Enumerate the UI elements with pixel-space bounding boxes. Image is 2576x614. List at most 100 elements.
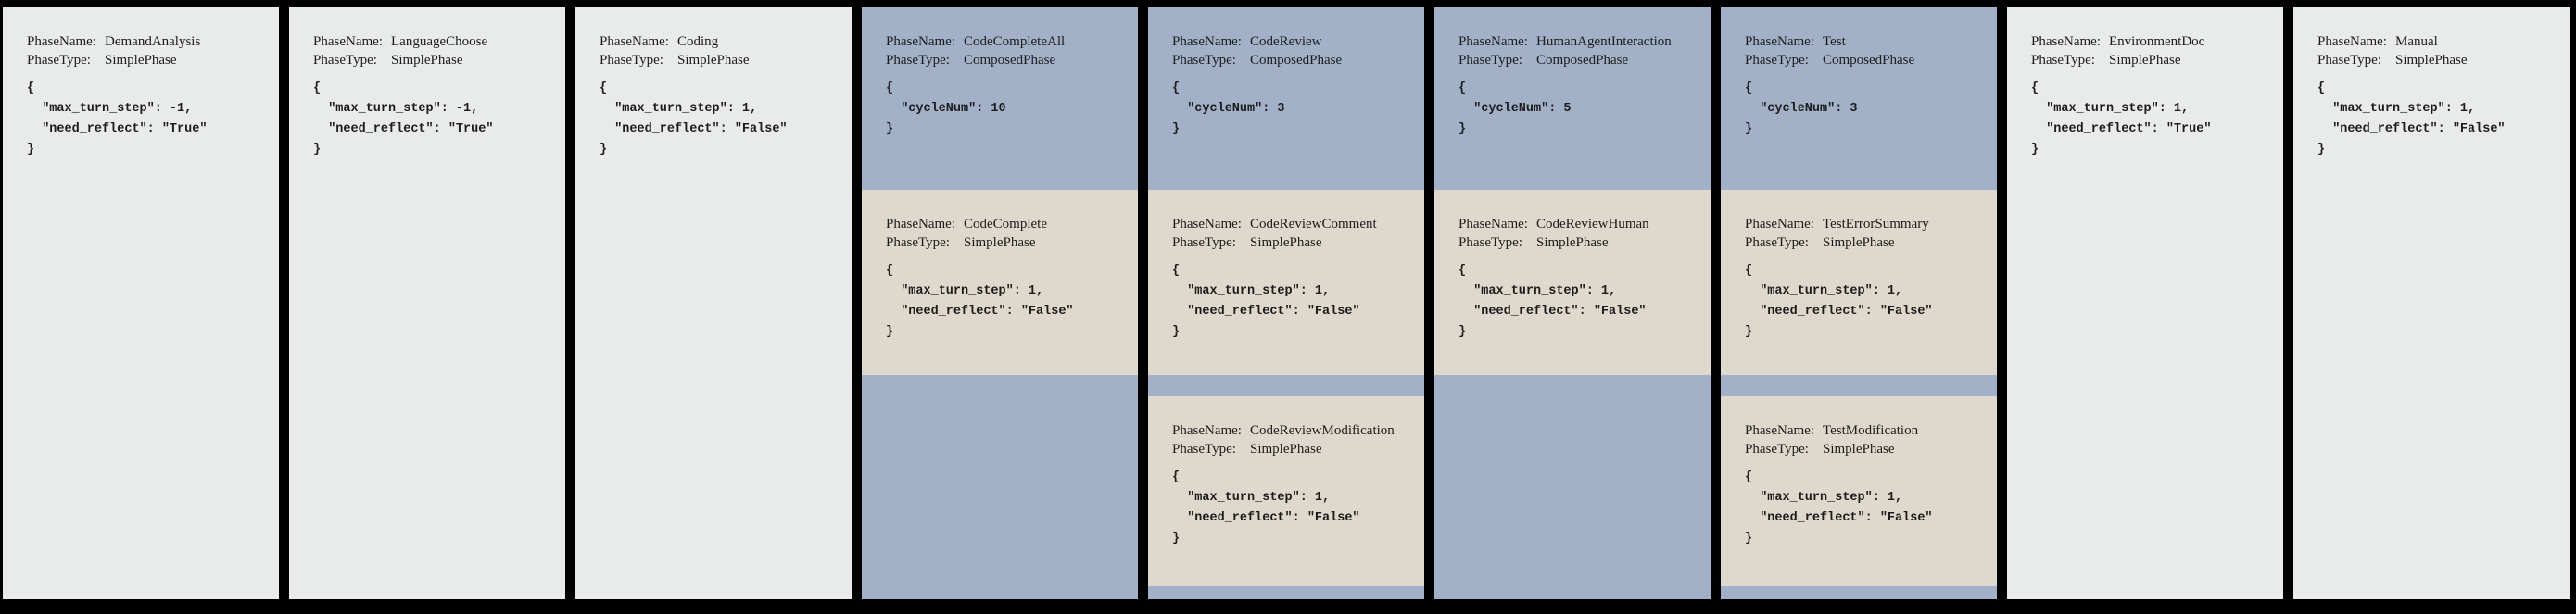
phase-card-coding: PhaseName:Coding PhaseType:SimplePhase {…: [575, 7, 852, 599]
composed-phase-spacer: [1721, 375, 1997, 396]
phase-card-content: PhaseName:Coding PhaseType:SimplePhase {…: [575, 7, 852, 160]
phase-type-value: SimplePhase: [391, 53, 463, 68]
phase-name-value: CodeReviewHuman: [1536, 217, 1649, 232]
phase-name-value: LanguageChoose: [391, 34, 488, 49]
phase-config-line: }: [2031, 143, 2039, 157]
phase-config-line: {: [1172, 81, 1181, 95]
phase-card-content: PhaseName:LanguageChoose PhaseType:Simpl…: [289, 7, 565, 160]
phase-type-label: PhaseType:: [600, 53, 663, 68]
phase-type-row: PhaseType:ComposedPhase: [1458, 51, 1705, 69]
phase-config: { "cycleNum": 10 }: [886, 79, 1132, 140]
phase-config: { "max_turn_step": 1, "need_reflect": "F…: [1458, 261, 1705, 343]
sub-phase-card-codereviewhuman: PhaseName:CodeReviewHuman PhaseType:Simp…: [1434, 190, 1711, 375]
phase-name-label: PhaseName:: [886, 217, 955, 232]
phase-card-codereview: PhaseName:CodeReview PhaseType:ComposedP…: [1148, 7, 1424, 190]
sub-phase-card-codecomplete: PhaseName:CodeComplete PhaseType:SimpleP…: [862, 190, 1138, 375]
phase-config-line: }: [1745, 532, 1753, 545]
phase-config: { "max_turn_step": -1, "need_reflect": "…: [313, 79, 560, 160]
phase-name-value: CodeComplete: [964, 217, 1047, 232]
phase-config-line: "max_turn_step": 1,: [1172, 491, 1331, 505]
phase-card-manual: PhaseName:Manual PhaseType:SimplePhase {…: [2293, 7, 2570, 599]
phase-card-demandanalysis: PhaseName:DemandAnalysis PhaseType:Simpl…: [3, 7, 279, 599]
phase-config-line: {: [1745, 264, 1753, 278]
phase-card-content: PhaseName:CodeReviewModification PhaseTy…: [1148, 396, 1424, 549]
phase-config: { "max_turn_step": 1, "need_reflect": "F…: [2317, 79, 2564, 160]
phase-name-value: HumanAgentInteraction: [1536, 34, 1672, 49]
phase-type-row: PhaseType:SimplePhase: [1172, 233, 1419, 252]
phase-type-row: PhaseType: SimplePhase: [600, 51, 846, 69]
phase-name-value: EnvironmentDoc: [2109, 34, 2205, 49]
phase-type-label: PhaseType:: [886, 53, 950, 68]
phase-name-row: PhaseName:Coding: [600, 32, 846, 51]
phase-config-line: }: [1745, 122, 1753, 136]
composed-phase-fill: [1148, 586, 1424, 599]
phase-name-row: PhaseName:TestErrorSummary: [1745, 215, 1991, 233]
phase-config-line: "need_reflect": "True": [2031, 122, 2212, 136]
phase-card-content: PhaseName:EnvironmentDoc PhaseType:Simpl…: [2007, 7, 2283, 160]
phase-type-label: PhaseType:: [1745, 442, 1809, 457]
phase-config: { "max_turn_step": 1, "need_reflect": "F…: [886, 261, 1132, 343]
phase-config: { "cycleNum": 5 }: [1458, 79, 1705, 140]
phase-column-test: PhaseName: Test PhaseType: ComposedPhase {…: [1721, 7, 1997, 599]
phase-config-line: "cycleNum": 3: [1745, 102, 1858, 116]
phase-name-value: TestModification: [1823, 423, 1919, 438]
phase-card-content: PhaseName:CodeComplete PhaseType:SimpleP…: [862, 190, 1138, 343]
phase-config-line: }: [1458, 325, 1467, 339]
phase-type-label: PhaseType:: [2031, 53, 2095, 68]
phase-config: { "cycleNum": 3 }: [1172, 79, 1419, 140]
phase-type-label: PhaseType:: [1172, 442, 1236, 457]
phase-type-value: SimplePhase: [677, 53, 750, 68]
phase-name-value: DemandAnalysis: [105, 34, 201, 49]
phase-type-label: PhaseType:: [2317, 53, 2381, 68]
phase-type-row: PhaseType:SimplePhase: [27, 51, 273, 69]
phase-config: { "max_turn_step": 1, "need_reflect": "T…: [2031, 79, 2278, 160]
phase-config-line: {: [1458, 81, 1467, 95]
phase-name-value: Test: [1823, 34, 1846, 49]
phase-name-row: PhaseName:TestModification: [1745, 421, 1991, 440]
phase-name-row: PhaseName:EnvironmentDoc: [2031, 32, 2278, 51]
phase-type-value: SimplePhase: [1250, 442, 1322, 457]
phase-config-line: {: [313, 81, 322, 95]
phase-config-line: "max_turn_step": -1,: [27, 102, 193, 116]
phase-type-value: SimplePhase: [2395, 53, 2468, 68]
composed-phase-fill: [1434, 375, 1711, 599]
phase-type-label: PhaseType:: [1745, 235, 1809, 250]
composed-phase-fill: [1721, 586, 1997, 599]
composed-phase-spacer: [1148, 375, 1424, 396]
phase-card-content: PhaseName:Manual PhaseType:SimplePhase {…: [2293, 7, 2570, 160]
phase-name-row: PhaseName:CodeReviewHuman: [1458, 215, 1705, 233]
phase-config: { "cycleNum": 3 }: [1745, 79, 1991, 140]
phase-config-line: {: [1745, 81, 1753, 95]
phase-config-line: }: [1172, 325, 1181, 339]
phase-card-content: PhaseName:TestErrorSummary PhaseType:Sim…: [1721, 190, 1997, 343]
composed-phase-fill: [862, 375, 1138, 599]
phase-type-value: SimplePhase: [1823, 442, 1895, 457]
phase-config: { "max_turn_step": 1, "need_reflect": "F…: [1172, 261, 1419, 343]
phase-card-content: PhaseName:HumanAgentInteraction PhaseTyp…: [1434, 7, 1711, 140]
phase-config-line: "max_turn_step": 1,: [2317, 102, 2476, 116]
phase-name-label: PhaseName:: [1745, 34, 1814, 49]
phase-card-content: PhaseName:CodeReview PhaseType:ComposedP…: [1148, 7, 1424, 140]
phase-name-value: Manual: [2395, 34, 2438, 49]
phase-config-line: {: [1745, 470, 1753, 484]
phase-type-label: PhaseType:: [886, 235, 950, 250]
phase-config: { "max_turn_step": -1, "need_reflect": "…: [27, 79, 273, 160]
phase-config-line: "need_reflect": "True": [27, 122, 208, 136]
phase-config-line: }: [886, 325, 894, 339]
phase-type-label: PhaseType:: [1458, 235, 1522, 250]
phase-config-line: "need_reflect": "False": [1745, 305, 1933, 319]
phase-name-row: PhaseName:CodeReviewModification: [1172, 421, 1419, 440]
phase-column-environmentdoc: PhaseName:EnvironmentDoc PhaseType:Simpl…: [2007, 7, 2283, 599]
phase-type-row: PhaseType:ComposedPhase: [886, 51, 1132, 69]
phase-type-value: ComposedPhase: [1823, 53, 1915, 68]
phase-config: { "max_turn_step": 1, "need_reflect": "F…: [1745, 468, 1991, 549]
phase-config-line: "need_reflect": "False": [1745, 511, 1933, 525]
phase-config-line: {: [886, 81, 894, 95]
phase-column-languagechoose: PhaseName:LanguageChoose PhaseType:Simpl…: [289, 7, 565, 599]
phase-name-value: TestErrorSummary: [1823, 217, 1929, 232]
phase-name-row: PhaseName: Test: [1745, 32, 1991, 51]
phase-card-content: PhaseName:CodeReviewComment PhaseType:Si…: [1148, 190, 1424, 343]
phase-type-value: SimplePhase: [1250, 235, 1322, 250]
phase-config-line: }: [1458, 122, 1467, 136]
